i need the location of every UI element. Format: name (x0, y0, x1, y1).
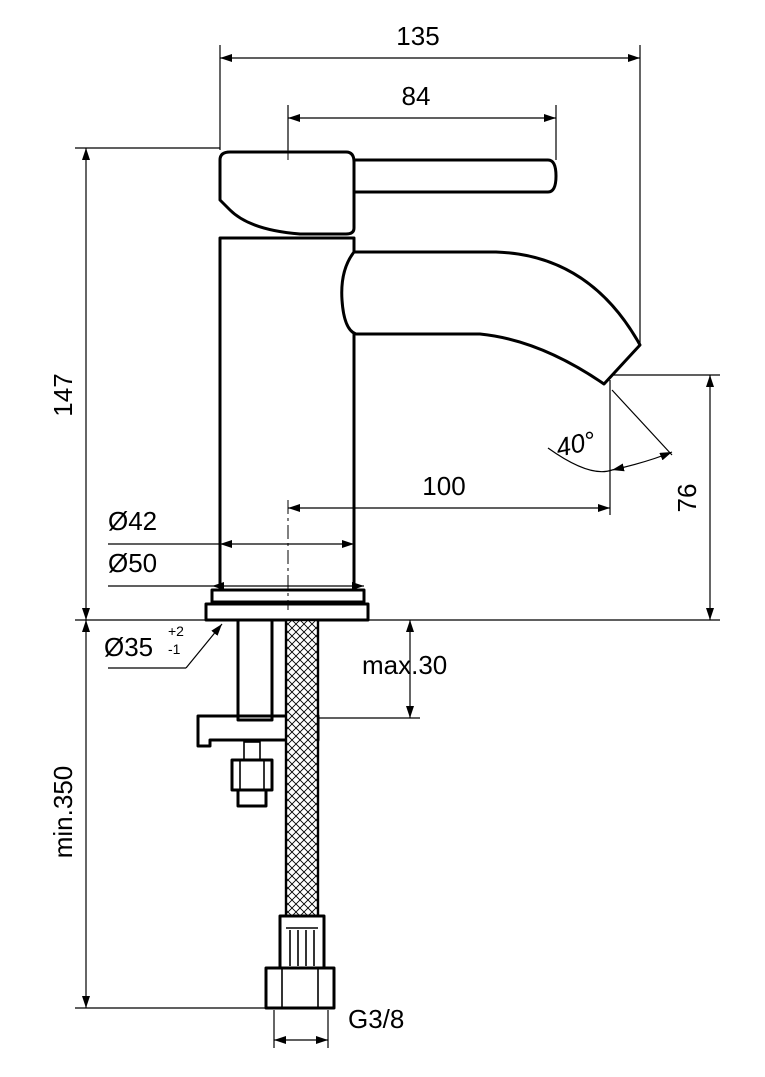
clamp-nut (230, 758, 274, 808)
body-cylinder (218, 236, 356, 592)
dim-diameter-35: Ø35 (104, 632, 153, 662)
body-trim (210, 588, 366, 604)
hole-tolerance-minus: -1 (168, 641, 181, 657)
dim-max-30: max.30 (362, 650, 447, 680)
dimension-labels: 135 84 147 100 76 Ø42 Ø50 Ø35 +2 -1 max.… (48, 21, 702, 1034)
braided-hose (284, 618, 320, 918)
base-plate (204, 602, 370, 622)
lever (352, 158, 558, 194)
dim-diameter-50: Ø50 (108, 548, 157, 578)
dim-min-350: min.350 (48, 766, 78, 859)
dim-84: 84 (402, 81, 431, 111)
mounting-stud (236, 618, 274, 722)
dim-147: 147 (48, 373, 78, 416)
spout (340, 250, 642, 386)
dim-connection-g38: G3/8 (348, 1004, 404, 1034)
hose-ferrule (278, 914, 326, 970)
dim-100: 100 (422, 471, 465, 501)
connection-nut (264, 966, 336, 1010)
handle-cap (218, 150, 356, 236)
dim-76: 76 (672, 484, 702, 513)
hole-tolerance-plus: +2 (168, 623, 184, 639)
dim-angle-40: 40° (553, 425, 598, 463)
dim-135: 135 (396, 21, 439, 51)
faucet-outline (196, 150, 642, 1010)
dimension-lines (75, 45, 720, 1048)
dim-diameter-42: Ø42 (108, 506, 157, 536)
